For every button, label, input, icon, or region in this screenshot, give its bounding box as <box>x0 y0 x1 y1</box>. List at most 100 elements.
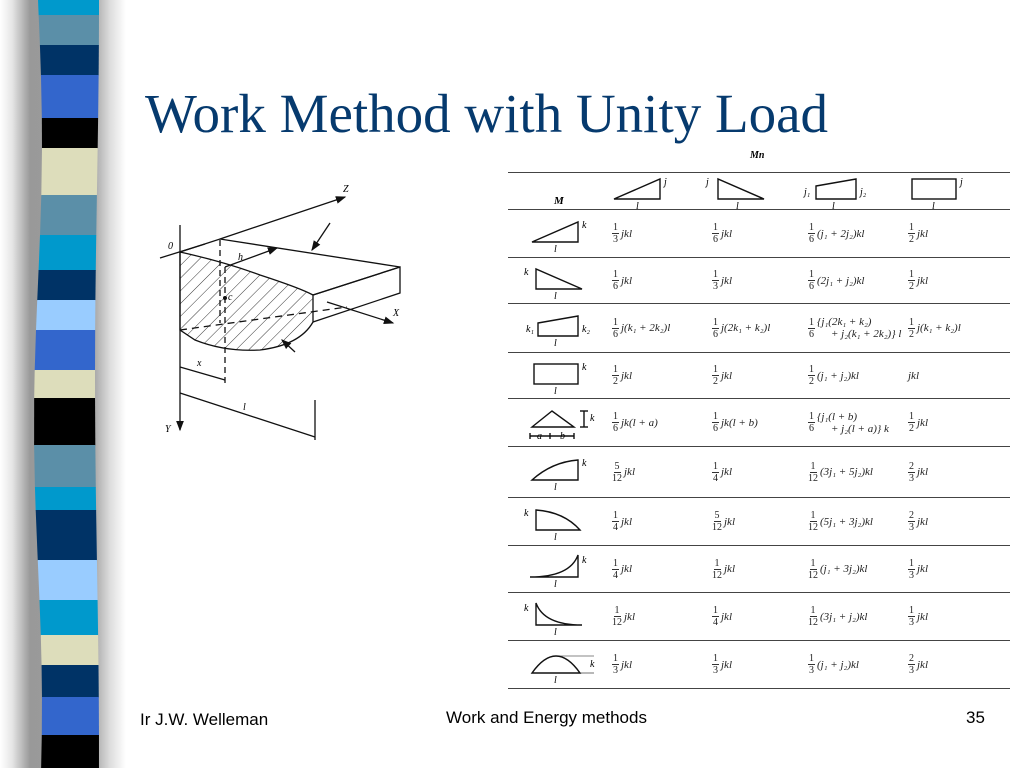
mn-diagram-tri-rising: jl <box>613 177 667 211</box>
shape-label-right: k <box>582 458 587 469</box>
denominator: 6 <box>809 423 814 434</box>
formula-expression-wrap: jkl <box>721 370 732 382</box>
xbar-label: x <box>196 358 202 369</box>
origin-label: 0 <box>168 241 173 252</box>
formula-expression-wrap: (j₁ + j₂)kl <box>817 659 859 671</box>
formula-expression-wrap: jkl <box>621 659 632 671</box>
formula-expression: (j₁ + j₂)kl <box>817 658 859 671</box>
numerator: 1 <box>908 269 915 281</box>
m-diagram-parabola-convex-falling: kl <box>524 508 582 542</box>
stripe <box>41 735 99 768</box>
formula-expression: jkl <box>917 658 928 671</box>
formula-expression-wrap: jkl <box>621 516 632 528</box>
numerator: 2 <box>908 653 915 665</box>
page-number: 35 <box>966 708 985 727</box>
denominator: 3 <box>613 234 618 245</box>
stripe <box>34 330 96 371</box>
formula-expression: jk(l + b) <box>721 416 758 429</box>
stripe <box>39 600 99 636</box>
m-diagram-tri-falling: kl <box>524 267 583 301</box>
denominator: 2 <box>613 376 618 387</box>
formula-expression: jkl <box>917 610 928 623</box>
numerator: 1 <box>712 222 719 234</box>
formula-expression-wrap: jkl <box>908 370 919 382</box>
m-diagram-rectangle: kl <box>533 362 587 396</box>
stripe <box>35 300 96 331</box>
shape-label-bottom: l <box>554 627 557 637</box>
formula-expression: jkl <box>724 563 735 575</box>
formula-expression: (j₁ + j₂)kl <box>817 369 859 382</box>
numerator: 1 <box>612 411 619 423</box>
formula-expression-wrap: {j₁(l + b)+ j₂(l + a)} k <box>817 411 889 435</box>
formula-expression: jkl <box>621 274 632 287</box>
formula-expression: jkl <box>621 563 632 575</box>
numerator: 1 <box>908 411 915 423</box>
numerator: 1 <box>808 364 815 376</box>
denominator: 12 <box>612 472 622 484</box>
stripe <box>39 45 99 76</box>
formula-expression: {j₁(l + b) <box>817 410 858 423</box>
numerator: 5 <box>613 460 621 473</box>
formula-expression: jkl <box>908 369 919 382</box>
numerator: 1 <box>908 557 915 570</box>
formula-expression-wrap: (j₁ + 2j₂)kl <box>817 228 864 240</box>
formula-expression-wrap: jk(l + a) <box>621 417 658 429</box>
footer-author: Ir J.W. Welleman <box>140 710 269 729</box>
numerator: 1 <box>612 316 619 329</box>
formula-expression: jkl <box>721 466 732 478</box>
denominator: 3 <box>713 281 718 292</box>
stripe <box>34 398 96 446</box>
formula-expression: j(2k₁ + k₂)l <box>721 322 771 334</box>
numerator: 1 <box>809 605 817 617</box>
denominator: 6 <box>713 328 718 340</box>
numerator: 1 <box>808 653 815 665</box>
centroid-label: c <box>228 292 233 303</box>
denominator: 3 <box>909 472 914 484</box>
denominator: 4 <box>613 522 618 533</box>
numerator: 1 <box>612 510 619 522</box>
numerator: 1 <box>712 460 719 473</box>
numerator: 1 <box>612 364 619 376</box>
formula-expression-wrap: jkl <box>721 659 732 671</box>
numerator: 1 <box>809 510 817 522</box>
stripe <box>41 148 98 196</box>
numerator: 1 <box>908 316 915 329</box>
formula-expression-wrap: (5j₁ + 3j₂)kl <box>820 516 873 528</box>
formula-expression-wrap: j(k₁ + 2k₂)l <box>621 322 670 334</box>
y-axis-label: Y <box>165 424 172 435</box>
denominator: 6 <box>713 423 718 434</box>
denominator: 12 <box>808 617 818 628</box>
